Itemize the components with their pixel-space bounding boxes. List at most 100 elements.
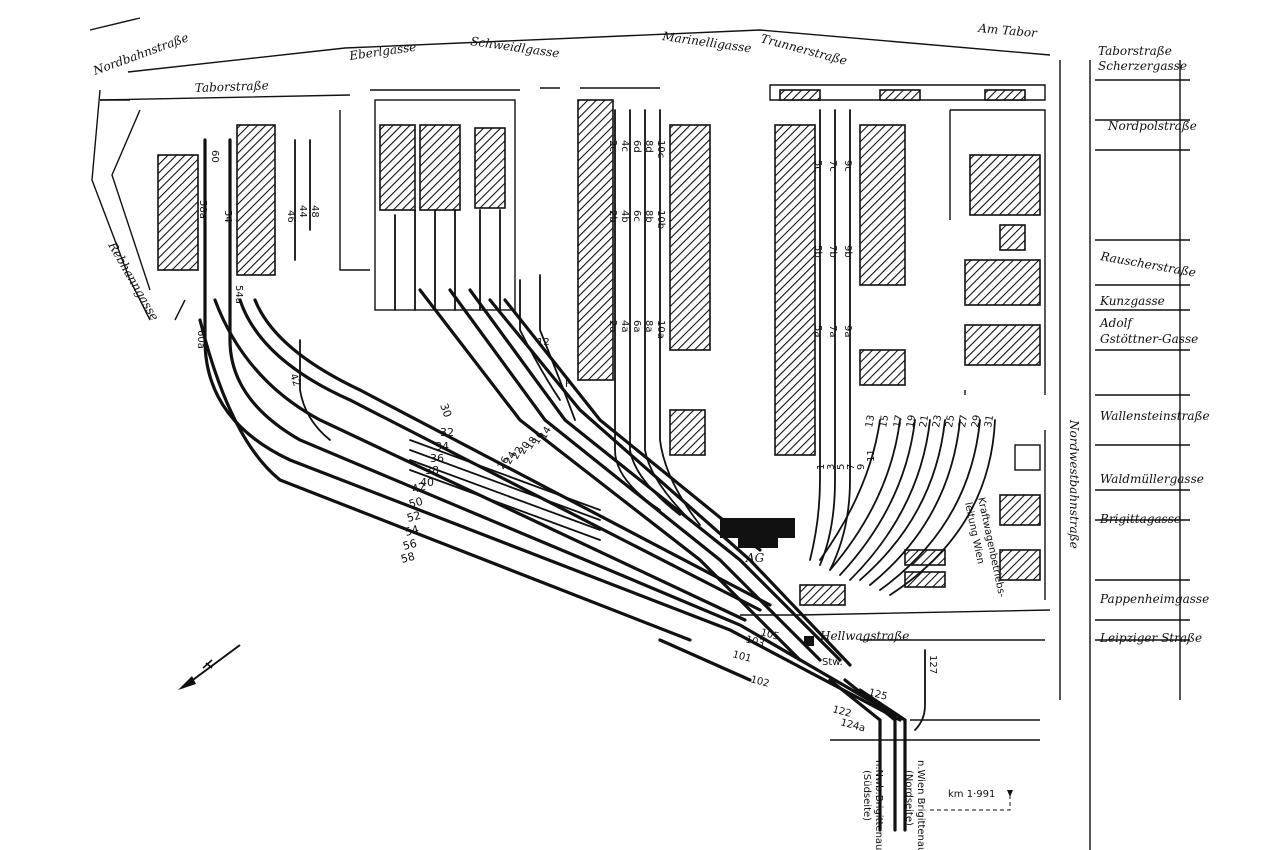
track-labels-stub: 32 34 36 38 40 — [420, 426, 454, 489]
track-number: 105 — [759, 627, 780, 643]
street-taborstrasse: Taborstraße — [195, 78, 269, 95]
track-number: 10c — [655, 140, 666, 158]
street-am-tabor: Am Tabor — [977, 21, 1039, 40]
track-number: 10a — [655, 320, 666, 339]
track-number: 122 — [831, 704, 852, 720]
track-number: 9a — [842, 325, 853, 338]
track-number: 4b — [619, 210, 630, 223]
street-kunzgasse: Kunzgasse — [1099, 294, 1165, 308]
track-number: 58 — [399, 550, 416, 566]
track-labels-diagonal: 14 16 18 20 22 24 26 — [496, 425, 554, 472]
label-ag: AG — [745, 551, 765, 565]
street-adolf-gstoettner-2: Gstöttner-Gasse — [1100, 332, 1198, 346]
track-number: 54 — [222, 210, 233, 223]
track-number: 8b — [643, 210, 654, 223]
track-labels-right: 13 15 17 19 21 23 25 27 29 31 — [864, 414, 996, 428]
track-number: 34 — [435, 440, 449, 453]
track-number: 7c — [827, 160, 838, 172]
track-number: 25 — [944, 414, 957, 428]
track-number: 27 — [957, 414, 970, 428]
street-waldmuellergasse: Waldmüllergasse — [1100, 472, 1204, 486]
track-number: 8a — [643, 320, 654, 333]
track-number: 2b — [607, 210, 618, 223]
track-number: 60a — [195, 330, 206, 349]
track-number: 48 — [309, 205, 320, 218]
track-labels-misc: 12 30 60a 54a 42 F — [195, 285, 571, 419]
track-number: 5 — [836, 464, 847, 470]
track-number: 7b — [827, 245, 838, 258]
track-number: 10b — [655, 210, 666, 229]
track-labels-mid: 1 3 5 7 9 11 — [816, 449, 877, 470]
track-number: 2a — [607, 320, 618, 333]
track-number: 42 — [287, 372, 302, 388]
track-number: 9c — [842, 160, 853, 172]
track-number: 6c — [631, 210, 642, 222]
track-number: 60 — [209, 150, 220, 163]
track-number: 8d — [643, 140, 654, 153]
track-number: 23 — [931, 414, 944, 428]
label-to-brigittenau-2: (Nordseite) — [903, 770, 914, 826]
track-number: 101 — [731, 649, 752, 665]
street-leipziger-strasse: Leipziger Straße — [1099, 631, 1202, 645]
street-pappenheimgasse: Pappenheimgasse — [1099, 592, 1209, 606]
track-number: 17 — [892, 414, 905, 428]
track-number: 9b — [842, 245, 853, 258]
track-number: 19 — [905, 414, 918, 428]
track-number: 12 — [537, 337, 550, 348]
track-number: 56 — [401, 537, 418, 553]
track-number: 46 — [285, 210, 296, 223]
street-network — [89, 17, 1190, 850]
track-labels-sheds: 2c 4c 6d 8d 10c 2b 4b 6c 8b 10b 2a 4a 6a… — [607, 140, 666, 339]
track-number: 54 — [403, 523, 420, 539]
street-rebhanngasse: Rebhanngasse — [105, 239, 162, 323]
track-number: 42 — [410, 480, 427, 496]
track-number: F — [565, 379, 571, 390]
track-number: 44 — [297, 205, 308, 218]
track-number: 5a — [812, 325, 823, 338]
track-number: 102 — [749, 674, 770, 690]
street-brigittagasse: Brigittagasse — [1099, 512, 1181, 526]
track-number: 6a — [631, 320, 642, 333]
track-number: 30 — [437, 402, 454, 420]
track-number: 103 — [744, 634, 765, 650]
km-marker — [930, 790, 1013, 811]
track-number: 7 — [846, 464, 857, 470]
track-number: 50 — [407, 495, 424, 511]
track-number: 3 — [826, 464, 837, 470]
track-number: 4a — [619, 320, 630, 333]
street-schweidlgasse: Schweidlgasse — [470, 34, 561, 60]
label-km: km 1·991 — [948, 789, 995, 800]
street-hellwagstrasse: Hellwagstraße — [819, 629, 909, 643]
track-number: 54a — [233, 285, 244, 304]
track-number: 11 — [866, 449, 877, 462]
track-labels-left: 42 50 52 54 56 58 — [399, 480, 427, 566]
track-number: 4c — [619, 140, 630, 152]
track-number: 40 — [420, 476, 434, 489]
track-number: 7a — [827, 325, 838, 338]
track-number: 58a — [197, 200, 208, 219]
track-number: 6d — [631, 140, 642, 153]
label-to-nwb-1: n.Nwb.Brigittenau — [873, 760, 884, 850]
track-labels-yard-top: 58a 60 54 46 44 48 — [197, 150, 320, 223]
track-number: 15 — [878, 414, 891, 428]
track-number: 32 — [440, 426, 454, 439]
north-arrow-icon — [178, 644, 241, 690]
street-taborstrasse-ne: Taborstraße — [1098, 44, 1172, 58]
track-number: 13 — [864, 414, 877, 428]
street-rauscherstrasse: Rauscherstraße — [1098, 249, 1197, 280]
street-nordwestbahnstrasse: Nordwestbahnstraße — [1067, 419, 1081, 549]
track-number: 5c — [812, 160, 823, 172]
track-number: 52 — [405, 509, 422, 525]
track-number: 21 — [918, 414, 931, 428]
label-to-brigittenau-1: n.Wien Brigittenau — [915, 760, 926, 850]
street-nordpolstrasse: Nordpolstraße — [1107, 119, 1197, 133]
label-stw: Stw. — [822, 657, 843, 668]
street-scherzergasse: Scherzergasse — [1098, 59, 1187, 73]
street-wallensteinstrasse: Wallensteinstraße — [1100, 409, 1210, 423]
street-adolf-gstoettner-1: Adolf — [1099, 316, 1134, 330]
street-eberlgasse: Eberlgasse — [347, 40, 417, 63]
track-number: 2c — [607, 140, 618, 152]
rail-tracks — [198, 109, 996, 832]
track-number: 29 — [970, 414, 983, 428]
